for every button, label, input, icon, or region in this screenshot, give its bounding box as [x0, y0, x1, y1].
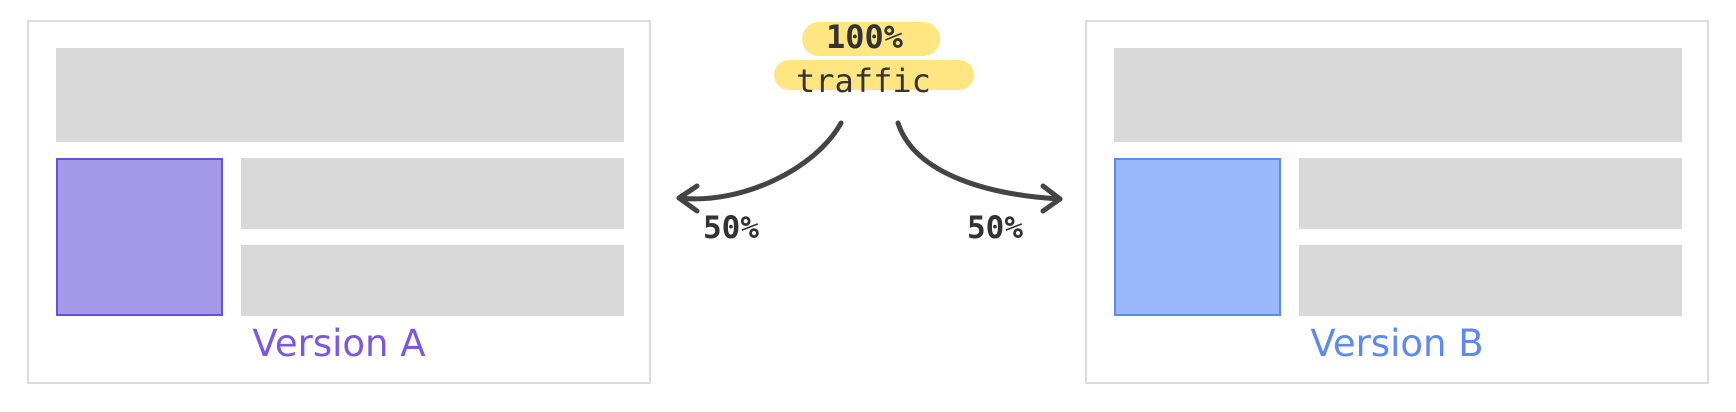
version-b-label: Version B — [1310, 322, 1484, 365]
version-a-header-placeholder — [56, 48, 624, 142]
split-right-percent: 50% — [967, 210, 1023, 246]
version-b-frame: Version B — [1085, 20, 1709, 384]
split-left-percent: 50% — [703, 210, 759, 246]
version-a-frame: Version A — [27, 20, 651, 384]
version-b-header-placeholder — [1114, 48, 1682, 142]
traffic-percent: 100% — [826, 18, 904, 56]
version-a-label: Version A — [252, 322, 426, 365]
version-a-content-placeholder-1 — [241, 158, 624, 229]
right-split-arrow — [895, 120, 1063, 202]
version-b-content-placeholder-1 — [1299, 158, 1682, 229]
version-a-feature-box — [56, 158, 223, 316]
highlight-mark-2 — [774, 60, 974, 90]
version-a-content-placeholder-2 — [241, 245, 624, 316]
highlight-mark-1 — [802, 22, 940, 56]
left-split-arrow — [676, 120, 844, 202]
version-b-feature-box — [1114, 158, 1281, 316]
version-b-content-placeholder-2 — [1299, 245, 1682, 316]
right-arrowhead-icon — [1040, 183, 1063, 214]
traffic-label: traffic — [796, 62, 931, 100]
left-arrowhead-icon — [676, 183, 700, 214]
